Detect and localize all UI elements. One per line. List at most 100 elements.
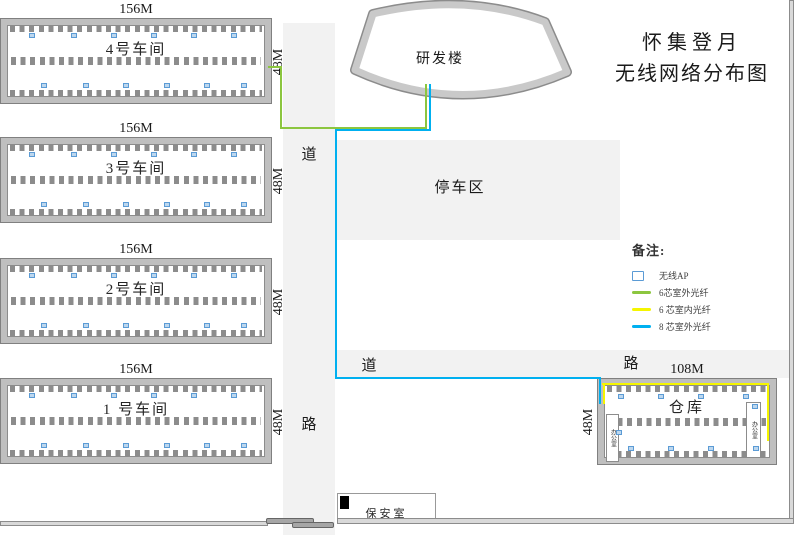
workshop-building-3: 156M 48M 3号车间: [0, 121, 286, 223]
wireless-ap-icon: [111, 33, 117, 38]
fiber-green-segment: [425, 84, 427, 129]
wireless-ap-icon: [618, 394, 624, 399]
workshop-bottom-columns: [10, 330, 262, 336]
workshop-interior: 1 号车间: [7, 385, 265, 457]
warehouse-right-office: 办公室: [746, 402, 761, 458]
wireless-ap-icon: [743, 394, 749, 399]
wireless-ap-icon: [164, 443, 170, 448]
fiber-cyan-segment: [335, 129, 431, 131]
green-line-icon: [632, 291, 651, 294]
wireless-ap-icon: [29, 273, 35, 278]
fiber-green-segment: [280, 127, 427, 129]
wireless-ap-icon: [151, 33, 157, 38]
fiber-green-segment: [280, 66, 282, 129]
wireless-ap-icon: [204, 83, 210, 88]
workshop-top-columns: [10, 386, 262, 392]
wireless-ap-icon: [191, 273, 197, 278]
wireless-ap-icon: [151, 273, 157, 278]
horizontal-road-label-lu: 路: [623, 356, 639, 372]
warehouse-height-label: 48M: [581, 408, 596, 436]
workshop-width-label: 156M: [119, 121, 153, 136]
horizontal-road-label-dao: 道: [361, 358, 377, 374]
wireless-ap-icon: [628, 446, 634, 451]
wireless-ap-icon: [191, 152, 197, 157]
workshop-interior: 3号车间: [7, 144, 265, 216]
wireless-ap-icon: [29, 393, 35, 398]
wireless-ap-icon: [83, 323, 89, 328]
warehouse-building: 108M 48M 仓库 办公室 办公室: [581, 362, 777, 465]
warehouse-interior: 仓库 办公室 办公室: [604, 385, 770, 462]
wireless-ap-icon: [658, 394, 664, 399]
wireless-ap-icon: [241, 443, 247, 448]
yellow-line-icon: [632, 308, 651, 311]
wireless-ap-icon: [71, 33, 77, 38]
wireless-ap-icon: [71, 152, 77, 157]
wireless-ap-icon: [123, 323, 129, 328]
wireless-ap-icon: [41, 323, 47, 328]
wireless-ap-icon: [753, 446, 759, 451]
wireless-ap-icon: [164, 323, 170, 328]
wireless-ap-icon: [231, 33, 237, 38]
workshop-height-label: 48M: [271, 288, 286, 316]
wireless-ap-icon: [164, 202, 170, 207]
workshop-height-label: 48M: [271, 167, 286, 195]
wireless-ap-icon: [83, 202, 89, 207]
rnd-building-label: 研发楼: [416, 52, 464, 67]
wireless-ap-icon: [616, 430, 622, 435]
workshop-label: 4号车间: [105, 42, 167, 58]
diagram-title: 怀集登月 无线网络分布图: [592, 28, 792, 90]
wireless-ap-icon: [111, 273, 117, 278]
wireless-ap-icon: [164, 83, 170, 88]
workshop-bottom-columns: [10, 209, 262, 215]
wireless-ap-icon: [71, 273, 77, 278]
legend-item-label: 6芯室外光纤: [659, 288, 709, 298]
wireless-ap-icon: [231, 152, 237, 157]
wireless-ap-icon: [29, 152, 35, 157]
sliding-gate-bar: [266, 518, 314, 524]
warehouse-pillar-row: [608, 417, 766, 426]
warehouse-label: 仓库: [668, 400, 705, 416]
rnd-building-shape: [350, 0, 572, 100]
cyan-line-icon: [632, 325, 651, 328]
workshop-top-columns: [10, 26, 262, 32]
vertical-road-label-lu: 路: [301, 417, 317, 433]
workshop-height-label: 48M: [271, 48, 286, 76]
security-room-label: 保安室: [365, 508, 408, 520]
workshop-top-columns: [10, 266, 262, 272]
parking-label: 停车区: [434, 180, 486, 196]
legend-item-label: 8 芯室外光纤: [659, 322, 711, 332]
workshop-building-4: 156M 48M 4号车间: [0, 2, 286, 104]
fiber-cyan-segment: [335, 377, 601, 379]
wireless-ap-icon: [231, 273, 237, 278]
warehouse-left-office: 办公室: [606, 414, 619, 462]
wireless-ap-icon: [41, 83, 47, 88]
workshop-label: 2号车间: [105, 282, 167, 298]
workshop-building-2: 156M 48M 2号车间: [0, 242, 286, 344]
legend-heading: 备注:: [632, 243, 666, 258]
wireless-ap-icon: [241, 83, 247, 88]
wireless-ap-icon: [632, 270, 644, 281]
title-line2: 无线网络分布图: [615, 63, 769, 85]
wireless-ap-icon: [231, 393, 237, 398]
legend: 备注: 无线AP 6芯室外光纤 6 芯室内光纤 8 芯室外光纤: [632, 240, 782, 335]
workshop-pillar-row: [11, 57, 261, 65]
vertical-road: [283, 23, 335, 535]
workshop-width-label: 156M: [119, 242, 153, 257]
wireless-ap-icon: [191, 33, 197, 38]
wireless-ap-icon: [123, 202, 129, 207]
workshop-interior: 4号车间: [7, 25, 265, 97]
wireless-ap-icon: [123, 83, 129, 88]
legend-item-wireless-ap: 无线AP: [632, 267, 782, 284]
warehouse-width-label: 108M: [670, 362, 704, 377]
workshop-pillar-row: [11, 417, 261, 425]
fiber-cyan-segment: [599, 377, 601, 404]
wireless-ap-icon: [151, 393, 157, 398]
wireless-ap-icon: [708, 446, 714, 451]
wireless-ap-icon: [752, 404, 758, 409]
fiber-yellow-segment: [603, 385, 605, 404]
boundary-wall-bottom-right: [337, 518, 794, 524]
workshop-label: 1 号车间: [102, 402, 170, 418]
workshop-width-label: 156M: [119, 2, 153, 17]
workshop-bottom-columns: [10, 450, 262, 456]
